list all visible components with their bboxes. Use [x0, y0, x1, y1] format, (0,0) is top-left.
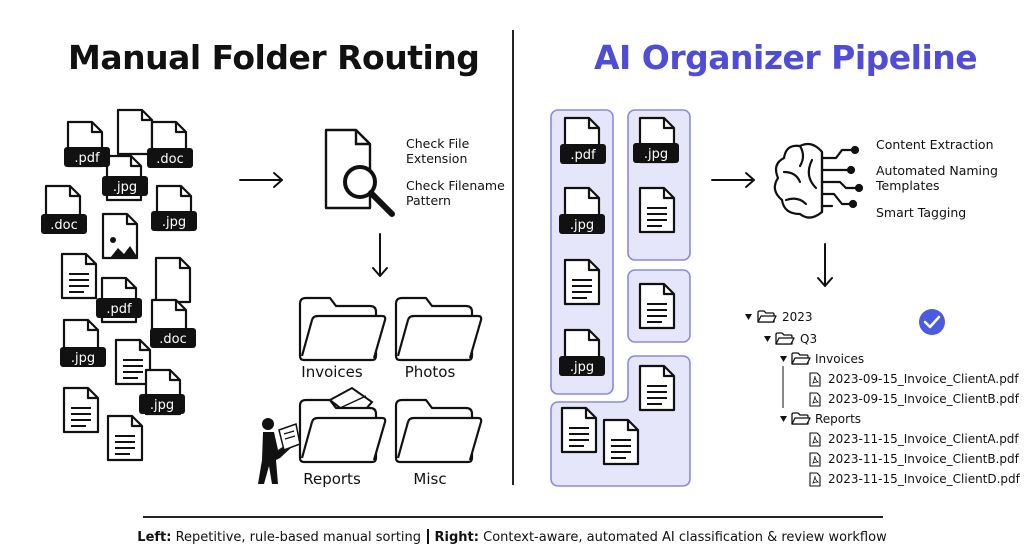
file-type-tag: .jpg: [60, 347, 106, 367]
file-icon: [116, 108, 154, 156]
file-type-label: .jpg: [150, 398, 174, 413]
tree-file: 2023-11-15_Invoice_ClientA.pdf: [828, 432, 1019, 446]
folder-photos-icon: [394, 296, 483, 362]
tree-quarter: Q3: [800, 332, 818, 346]
folder-icon: [791, 412, 811, 425]
tree-file: 2023-09-15_Invoice_ClientA.pdf: [828, 372, 1019, 386]
file-type-label: .jpg: [71, 351, 95, 366]
file-type-label: .doc: [159, 332, 187, 347]
file-type-label: .jpg: [570, 360, 594, 375]
file-type-tag: .doc: [150, 328, 196, 348]
tree-file: 2023-11-15_Invoice_ClientB.pdf: [828, 452, 1019, 466]
file-type-tag: .jpg: [139, 394, 185, 414]
caption-left-label: Left:: [137, 530, 172, 545]
file-type-tag: .jpg: [102, 176, 148, 196]
file-type-label: .pdf: [106, 302, 132, 317]
expand-caret-icon: [745, 314, 752, 320]
file-type-label: .jpg: [644, 147, 668, 162]
folder-label-photos: Photos: [404, 363, 456, 381]
arrow-right-icon: [239, 172, 283, 188]
expand-caret-icon: [780, 416, 787, 422]
group-box: [550, 109, 614, 395]
brain-circuit-icon: [773, 142, 864, 219]
file-type-label: .jpg: [162, 215, 186, 230]
file-type-tag: .jpg: [151, 211, 197, 231]
caption-left-text: Repetitive, rule-based manual sorting: [175, 530, 422, 545]
file-type-tag: .doc: [147, 148, 193, 168]
step-naming-templates: Automated Naming Templates: [876, 163, 998, 193]
arrow-down-icon: [372, 233, 388, 277]
document-icon: [565, 260, 599, 304]
document-icon: [62, 254, 96, 298]
left-title: Manual Folder Routing: [68, 38, 480, 77]
image-glyph-icon: [110, 246, 138, 258]
pdf-file-icon: [809, 472, 821, 487]
tree-file: 2023-09-15_Invoice_ClientB.pdf: [828, 392, 1019, 406]
folder-icon: [757, 310, 777, 323]
expand-caret-icon: [780, 356, 787, 362]
file-type-tag: .jpg: [559, 214, 605, 234]
step-content-extraction: Content Extraction: [876, 137, 994, 152]
right-file-tags: .pdf .jpg .jpg .jpg: [559, 143, 679, 376]
file-type-tag: .jpg: [633, 143, 679, 163]
document-icon: [604, 420, 638, 464]
folder-icon: [775, 332, 795, 345]
caption-separator: [427, 529, 429, 544]
document-icon: [562, 408, 596, 452]
caption-right-label: Right:: [434, 530, 479, 545]
file-type-tag: .doc: [41, 214, 87, 234]
file-icon: [154, 256, 192, 304]
file-type-label: .pdf: [74, 151, 100, 166]
tree-file: 2023-11-15_Invoice_ClientD.pdf: [828, 472, 1020, 486]
document-icon: [640, 366, 674, 410]
caption: Left: Repetitive, rule-based manual sort…: [0, 529, 1024, 545]
file-type-tag: .pdf: [560, 144, 606, 164]
folder-label-reports: Reports: [303, 470, 361, 488]
step-smart-tagging: Smart Tagging: [876, 205, 967, 220]
step-check-filename: Check Filename Pattern: [406, 178, 505, 208]
step-check-extension: Check File Extension: [406, 136, 470, 166]
person-icon: [258, 418, 301, 484]
document-icon: [108, 416, 142, 460]
inspect-file-icon: [324, 128, 395, 217]
pdf-file-icon: [809, 452, 821, 467]
document-icon: [640, 188, 674, 232]
folder-label-invoices: Invoices: [301, 363, 363, 381]
right-title: AI Organizer Pipeline: [594, 38, 978, 77]
file-type-label: .jpg: [113, 180, 137, 195]
check-badge-icon: [919, 309, 945, 335]
tree-folder-reports: Reports: [815, 412, 862, 426]
expand-caret-icon: [764, 336, 771, 342]
caption-rule: [143, 516, 883, 518]
folder-misc-icon: [394, 398, 483, 464]
file-type-tag: .pdf: [96, 298, 142, 318]
pdf-file-icon: [809, 372, 821, 387]
folder-icon: [791, 352, 811, 365]
folder-tree: [745, 310, 821, 487]
file-type-tag: .jpg: [559, 356, 605, 376]
folder-reports-icon: [298, 386, 387, 464]
file-type-label: .doc: [156, 152, 184, 167]
document-icon: [640, 284, 674, 328]
left-file-tags: .pdf .doc .jpg .doc .jpg .pdf .jpg .doc .jpg: [41, 147, 197, 414]
pdf-file-icon: [809, 392, 821, 407]
file-type-label: .pdf: [570, 148, 596, 163]
arrow-right-icon: [711, 172, 755, 188]
caption-right-text: Context-aware, automated AI classificati…: [483, 530, 887, 545]
document-icon: [116, 340, 150, 384]
document-icon: [64, 388, 98, 432]
arrow-down-icon: [817, 243, 833, 287]
file-type-label: .jpg: [570, 218, 594, 233]
folder-label-misc: Misc: [413, 470, 447, 488]
center-divider: [512, 30, 514, 485]
file-type-label: .doc: [50, 218, 78, 233]
file-type-tag: .pdf: [64, 147, 110, 167]
folder-invoices-icon: [298, 296, 387, 362]
file-pile: [44, 108, 193, 460]
tree-folder-invoices: Invoices: [815, 352, 865, 366]
pdf-file-icon: [809, 432, 821, 447]
tree-year: 2023: [782, 310, 813, 324]
